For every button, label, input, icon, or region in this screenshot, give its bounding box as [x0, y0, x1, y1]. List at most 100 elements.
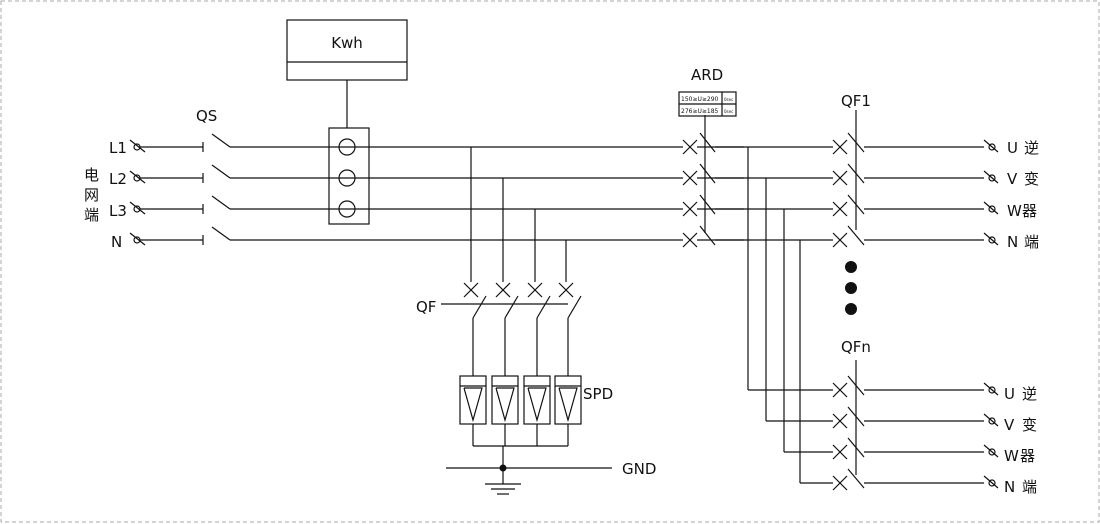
input-label-l1: L1	[109, 139, 127, 157]
input-terminal-mark	[129, 170, 146, 184]
ard-blade	[699, 132, 716, 153]
qfn-out-u: U	[1004, 385, 1015, 403]
qs-blade	[211, 164, 231, 179]
spd-module	[459, 375, 487, 425]
qf1-out-u: U	[1007, 139, 1018, 157]
ard-range-1: 150≥U≥290	[681, 96, 719, 103]
qfn-out-terminal	[988, 479, 996, 487]
qfn-out-mark	[983, 413, 999, 427]
grid-side-char-2: 网	[84, 186, 99, 204]
qfn-out-terminal	[988, 448, 996, 456]
qfn-out-v: V	[1004, 416, 1015, 434]
continuation-dot	[845, 303, 857, 315]
qs-blade	[211, 226, 231, 241]
qf-cross	[495, 282, 511, 298]
qf-cross	[558, 282, 574, 298]
qf1-out-mark	[983, 139, 999, 153]
ard-blade	[699, 194, 716, 215]
qfn-cross	[832, 444, 848, 460]
qf1-out-terminal	[988, 236, 996, 244]
ard-unit-1: 0sec	[724, 97, 733, 102]
qfn-out-mark	[983, 382, 999, 396]
qf1-cross	[832, 232, 848, 248]
qs-blade	[211, 195, 231, 210]
qf-blade	[536, 295, 551, 319]
qf1-cross	[832, 139, 848, 155]
qf1-out-mark	[983, 232, 999, 246]
qf1-out-terminal	[988, 143, 996, 151]
qfn-side-4: 端	[1022, 478, 1037, 496]
input-terminal-mark	[129, 139, 146, 153]
input-label-l2: L2	[109, 170, 127, 188]
kwh-label: Kwh	[331, 34, 363, 52]
qs-label: QS	[196, 107, 217, 125]
ground-symbol	[446, 464, 612, 495]
qs-blade	[211, 133, 231, 148]
qfn-out-w: W	[1004, 447, 1019, 465]
qf1-side-3: 器	[1022, 202, 1037, 220]
ard-blade	[699, 225, 716, 246]
spd-module	[491, 375, 519, 425]
ard-label: ARD	[691, 66, 723, 84]
qf-blade	[504, 295, 519, 319]
grid-side-char-1: 电	[84, 166, 99, 184]
ard-cross	[682, 201, 698, 217]
qfn-out-mark	[983, 444, 999, 458]
input-terminal-mark	[129, 232, 146, 246]
spd-arrow	[495, 387, 515, 423]
ard-cross	[682, 170, 698, 186]
qf1-side-2: 变	[1024, 170, 1039, 188]
qf-label: QF	[416, 298, 436, 316]
qfn-out-mark	[983, 475, 999, 489]
ard-cross	[682, 139, 698, 155]
ard-blade	[699, 163, 716, 184]
qf1-side-4: 端	[1024, 233, 1039, 251]
qf1-cross	[832, 170, 848, 186]
ard-setting-box: 150≥U≥290 276≥U≥185 0sec 0sec	[678, 91, 737, 117]
spd-module	[523, 375, 551, 425]
qfn-side-3: 器	[1020, 447, 1035, 465]
spd-arrow	[527, 387, 547, 423]
qfn-out-terminal	[988, 417, 996, 425]
kwh-meter: Kwh	[286, 19, 408, 225]
ard-unit-2: 0sec	[724, 109, 733, 114]
input-terminal-mark	[129, 201, 146, 215]
qf1-out-n: N	[1007, 233, 1018, 251]
gnd-label: GND	[622, 460, 656, 478]
qf1-side-1: 逆	[1024, 139, 1039, 157]
qf-blade	[472, 295, 487, 319]
spd-arrow	[463, 387, 483, 423]
qf1-out-w: W	[1007, 202, 1022, 220]
qf1-out-v: V	[1007, 170, 1018, 188]
qf1-out-mark	[983, 201, 999, 215]
ard-cross	[682, 232, 698, 248]
qfn-label: QFn	[841, 338, 871, 356]
spd-label: SPD	[583, 385, 613, 403]
qfn-cross	[832, 413, 848, 429]
ard-range-2: 276≥U≥185	[681, 108, 719, 115]
qfn-out-terminal	[988, 386, 996, 394]
qf1-out-mark	[983, 170, 999, 184]
grid-side-char-3: 端	[84, 206, 99, 224]
qf1-out-terminal	[988, 174, 996, 182]
continuation-dot	[845, 261, 857, 273]
qfn-side-2: 变	[1022, 416, 1037, 434]
qfn-side-1: 逆	[1022, 385, 1037, 403]
qf-cross	[527, 282, 543, 298]
continuation-dot	[845, 282, 857, 294]
input-label-l3: L3	[109, 202, 127, 220]
qfn-cross	[832, 475, 848, 491]
qf1-cross	[832, 201, 848, 217]
qf-blade	[567, 295, 582, 319]
wiring	[129, 110, 999, 491]
spd-arrow	[558, 387, 578, 423]
qf-cross	[463, 282, 479, 298]
qf1-out-terminal	[988, 205, 996, 213]
qfn-blade	[847, 468, 865, 489]
qfn-cross	[832, 382, 848, 398]
input-label-n: N	[111, 233, 122, 251]
spd-module	[554, 375, 582, 425]
qf1-label: QF1	[841, 92, 871, 110]
